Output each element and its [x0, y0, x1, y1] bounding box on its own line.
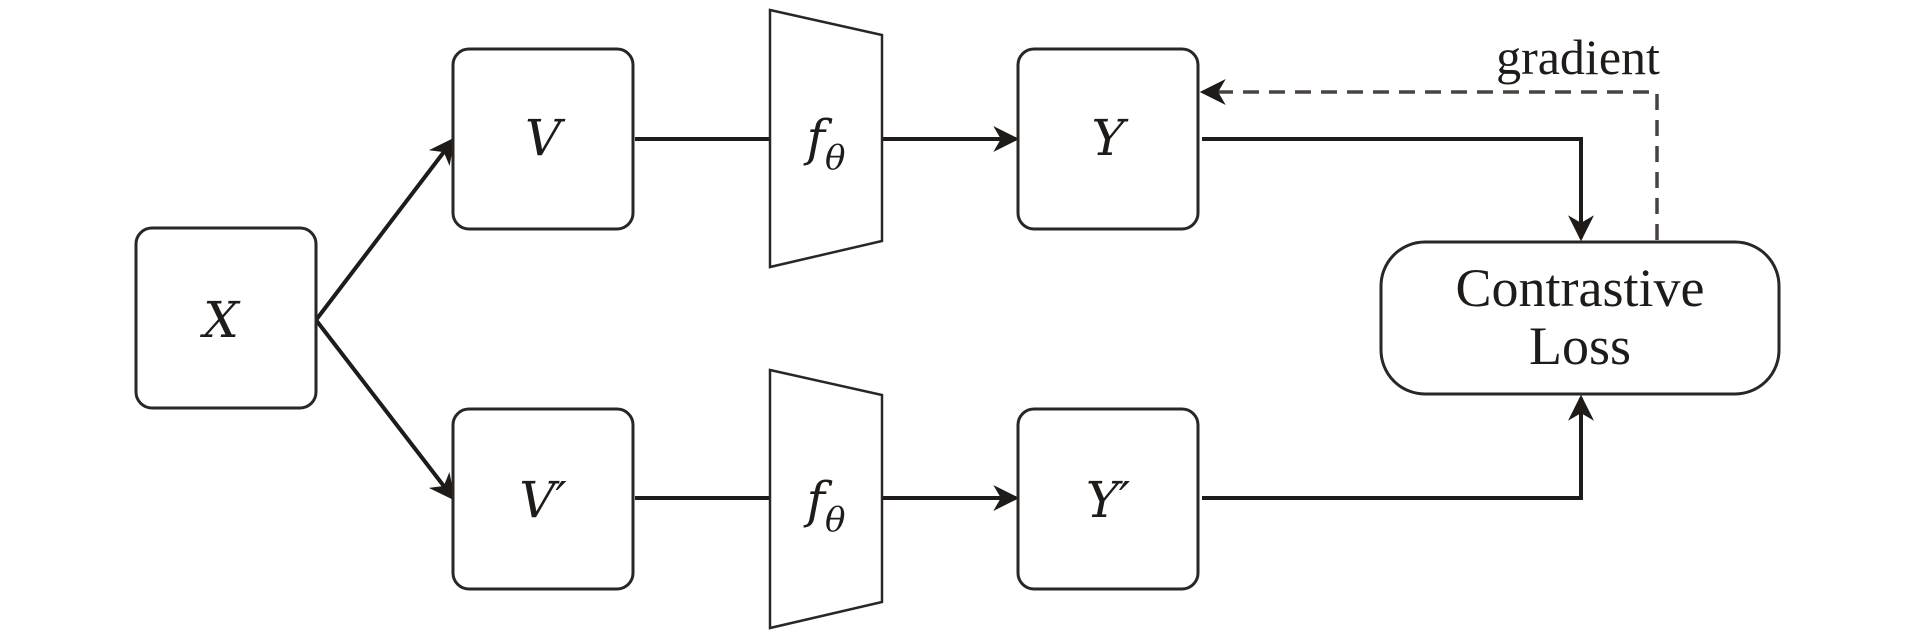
node-contrastive-loss — [1379, 240, 1781, 396]
label-yp-symbol: Y — [1086, 471, 1123, 529]
node-v-prime — [451, 407, 635, 591]
encoder-bottom — [768, 368, 884, 630]
edge-gradient-feedback — [1199, 79, 1659, 240]
label-encoder-bottom: fθ — [803, 471, 846, 540]
label-loss-line1: Contrastive — [1456, 258, 1705, 318]
label-v: V — [525, 109, 566, 167]
label-encoder-top-subscript: θ — [825, 138, 845, 178]
label-loss-line2: Loss — [1529, 316, 1631, 376]
label-y: Y — [1091, 109, 1128, 167]
label-encoder-bottom-subscript: θ — [825, 500, 845, 540]
node-y — [1016, 47, 1200, 231]
label-vp-symbol: V — [519, 471, 560, 529]
label-gradient: gradient — [1496, 29, 1660, 85]
label-y-symbol: Y — [1091, 109, 1128, 167]
label-x-symbol: X — [199, 291, 241, 349]
node-v — [451, 47, 635, 231]
edge-x-to-v — [314, 137, 455, 322]
edge-y-prime-to-loss — [1202, 394, 1594, 500]
label-x: X — [199, 291, 241, 349]
label-yp-prime: ′ — [1119, 471, 1131, 529]
node-y-prime — [1016, 407, 1200, 591]
label-y-prime-node: Y′ — [1086, 471, 1131, 529]
edge-x-to-v-prime — [314, 318, 455, 501]
label-v-prime-node: V′ — [519, 471, 567, 529]
node-x — [134, 226, 318, 410]
label-v-symbol: V — [525, 109, 566, 167]
label-vp-prime: ′ — [555, 471, 567, 529]
encoder-top — [768, 8, 884, 269]
edge-y-to-loss — [1202, 137, 1594, 242]
